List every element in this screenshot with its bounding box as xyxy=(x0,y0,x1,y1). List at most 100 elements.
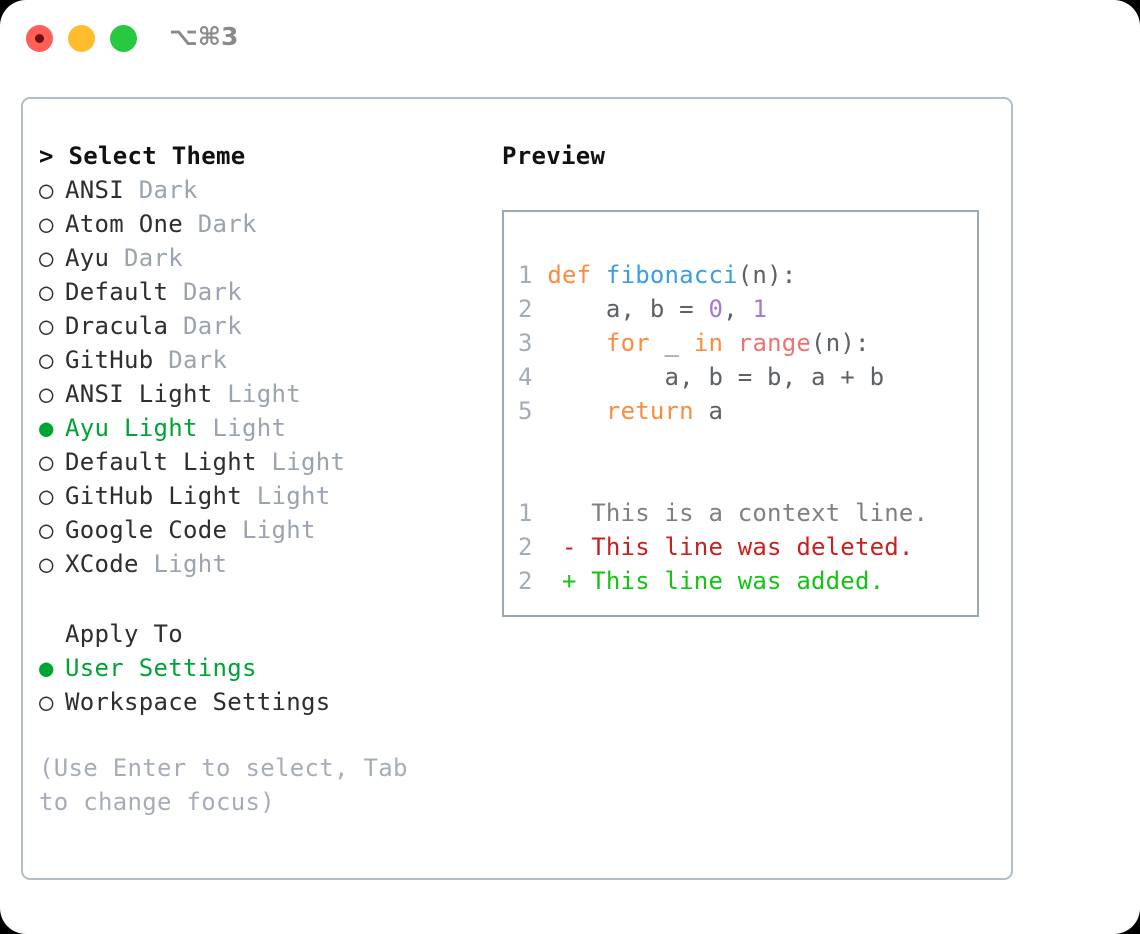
theme-option-label: Dracula xyxy=(65,312,169,340)
theme-option-atom-one[interactable]: ○ Atom One Dark xyxy=(39,207,479,241)
code-line-number: 2 xyxy=(518,295,533,323)
minimize-window-button[interactable] xyxy=(68,25,95,52)
theme-option-xcode[interactable]: ○XCode Light xyxy=(39,547,479,581)
close-window-button[interactable] xyxy=(26,25,53,52)
theme-option-label: Atom One xyxy=(65,210,183,238)
radio-unselected-icon: ○ xyxy=(39,346,54,374)
apply-to-heading: Apply To xyxy=(65,620,183,648)
code-token: return xyxy=(605,397,694,425)
diff-line: 2 - This line was deleted. xyxy=(518,530,928,564)
theme-option-ansi-light[interactable]: ○ ANSI Light Light xyxy=(39,377,479,411)
code-token xyxy=(723,329,738,357)
diff-line-text: This line was deleted. xyxy=(576,533,914,561)
code-gutter-space xyxy=(533,397,548,425)
diff-line-text: This line was added. xyxy=(576,567,885,595)
radio-unselected-icon: ○ xyxy=(39,278,54,306)
theme-option-label: Default xyxy=(65,278,169,306)
code-token: (n): xyxy=(737,261,797,289)
theme-option-default[interactable]: ○ Default Dark xyxy=(39,275,479,309)
code-blank-line xyxy=(518,428,928,462)
diff-sign xyxy=(533,499,577,527)
radio-selected-icon: ● xyxy=(39,414,54,442)
title-bar: ⌥⌘3 xyxy=(0,0,1140,78)
code-gutter-space xyxy=(533,329,548,357)
theme-variant-badge: Dark xyxy=(153,346,228,374)
select-theme-heading: > Select Theme xyxy=(39,142,246,170)
diff-line-number: 2 xyxy=(518,533,533,561)
theme-variant-badge: Light xyxy=(227,516,316,544)
theme-option-github[interactable]: ○ GitHub Dark xyxy=(39,343,479,377)
diff-line: 2 + This line was added. xyxy=(518,564,928,598)
theme-option-label: Default Light xyxy=(65,448,257,476)
apply-to-option-workspace-settings[interactable]: ○Workspace Settings xyxy=(39,685,479,719)
theme-option-ansi[interactable]: ○ANSI Dark xyxy=(39,173,479,207)
theme-option-label: XCode xyxy=(65,550,139,578)
radio-unselected-icon: ○ xyxy=(39,448,54,476)
code-line-number: 5 xyxy=(518,397,533,425)
code-gutter-space xyxy=(533,295,548,323)
radio-unselected-icon: ○ xyxy=(39,210,54,238)
radio-unselected-icon: ○ xyxy=(39,312,54,340)
code-token xyxy=(591,261,606,289)
theme-variant-badge: Dark xyxy=(168,312,242,340)
theme-option-label: ANSI Light xyxy=(65,380,213,408)
theme-variant-badge: Dark xyxy=(183,210,257,238)
theme-option-ayu-light[interactable]: ●Ayu Light Light xyxy=(39,411,479,445)
apply-to-option-label: User Settings xyxy=(65,654,257,682)
diff-line-text: This is a context line. xyxy=(576,499,929,527)
maximize-window-button[interactable] xyxy=(110,25,137,52)
theme-variant-badge: Light xyxy=(212,380,301,408)
code-token: a xyxy=(693,397,724,425)
preview-heading: Preview xyxy=(502,142,606,170)
theme-variant-badge: Dark xyxy=(168,278,242,306)
code-line: 5 return a xyxy=(518,394,928,428)
code-token: in xyxy=(693,329,724,357)
theme-variant-badge: Light xyxy=(197,414,287,442)
theme-option-label: GitHub xyxy=(65,346,154,374)
code-token: _ xyxy=(649,329,694,357)
code-token: 1 xyxy=(752,295,768,323)
theme-option-default-light[interactable]: ○ Default Light Light xyxy=(39,445,479,479)
apply-to-option-user-settings[interactable]: ● User Settings xyxy=(39,651,479,685)
code-line: 4 a, b = b, a + b xyxy=(518,360,928,394)
diff-line: 1 This is a context line. xyxy=(518,496,928,530)
theme-variant-badge: Light xyxy=(242,482,331,510)
code-token xyxy=(547,329,606,357)
radio-unselected-icon: ○ xyxy=(39,176,54,204)
code-gutter-space xyxy=(533,261,548,289)
code-token: , xyxy=(723,295,753,323)
theme-option-label: Ayu xyxy=(65,244,110,272)
theme-variant-badge: Dark xyxy=(124,176,198,204)
theme-option-dracula[interactable]: ○ Dracula Dark xyxy=(39,309,479,343)
code-line-number: 3 xyxy=(518,329,533,357)
theme-variant-badge: Light xyxy=(256,448,346,476)
radio-unselected-icon: ○ xyxy=(39,380,54,408)
diff-sign: + xyxy=(532,567,577,595)
theme-option-google-code[interactable]: ○Google Code Light xyxy=(39,513,479,547)
code-token: a, b = b, a + b xyxy=(547,363,885,391)
theme-option-label: GitHub Light xyxy=(65,482,242,510)
code-line: 2 a, b = 0, 1 xyxy=(518,292,928,326)
theme-variant-badge: Dark xyxy=(109,244,183,272)
code-token: for xyxy=(605,329,650,357)
apply-to-option-label: Workspace Settings xyxy=(65,688,331,716)
code-line: 1 def fibonacci(n): xyxy=(518,258,928,292)
theme-option-ayu[interactable]: ○ Ayu Dark xyxy=(39,241,479,275)
code-blank-line xyxy=(518,462,928,496)
code-token xyxy=(547,397,606,425)
keyboard-hint-text: (Use Enter to select, Tab to change focu… xyxy=(39,754,408,816)
code-token: a, b = xyxy=(547,295,709,323)
radio-unselected-icon: ○ xyxy=(39,550,54,578)
radio-selected-icon: ● xyxy=(39,654,54,682)
code-token: def xyxy=(547,261,592,289)
diff-line-number: 1 xyxy=(518,499,533,527)
theme-option-github-light[interactable]: ○GitHub Light Light xyxy=(39,479,479,513)
radio-unselected-icon: ○ xyxy=(39,244,54,272)
diff-sign: - xyxy=(532,533,577,561)
theme-option-list: ○ANSI Dark○Atom One Dark○Ayu Dark○Defaul… xyxy=(39,173,479,581)
code-token: fibonacci xyxy=(605,261,738,289)
theme-option-label: Google Code xyxy=(65,516,228,544)
